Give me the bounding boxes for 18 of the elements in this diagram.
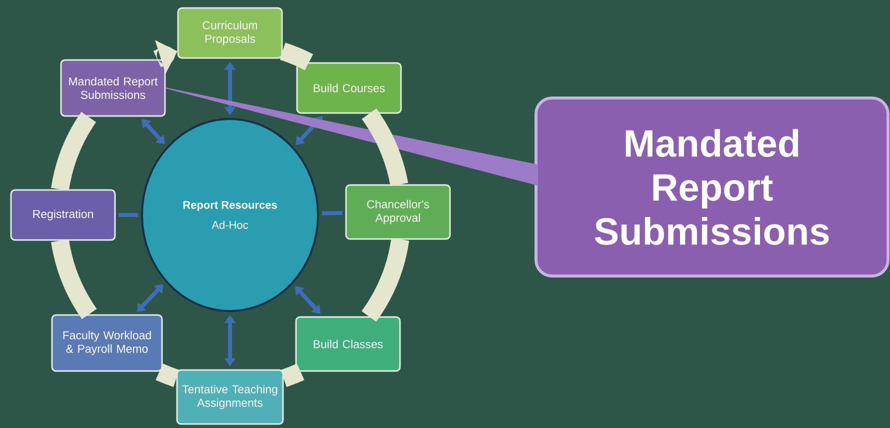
process-box: Registration [10,189,116,241]
cycle-ring-segment [156,364,180,387]
process-box: Mandated Report Submissions [60,59,166,117]
process-box: Curriculum Proposals [177,7,283,59]
cycle-ring-segment [280,364,304,387]
connector-line [118,213,138,217]
process-box: Tentative Teaching Assignments [176,369,284,425]
process-box: Build Courses [296,62,402,114]
cycle-ring-segment [51,112,96,191]
arrow [142,119,165,144]
cycle-ring-segment [51,239,97,320]
callout-box: Mandated Report Submissions [534,96,890,278]
process-box: Build Classes [295,316,401,372]
connector-line [322,211,342,216]
cycle-ring-segment [362,238,410,322]
process-box: Chancellor's Approval [345,184,451,240]
cycle-ring-segment [280,42,314,70]
process-box: Faculty Workload & Payroll Memo [51,314,163,372]
